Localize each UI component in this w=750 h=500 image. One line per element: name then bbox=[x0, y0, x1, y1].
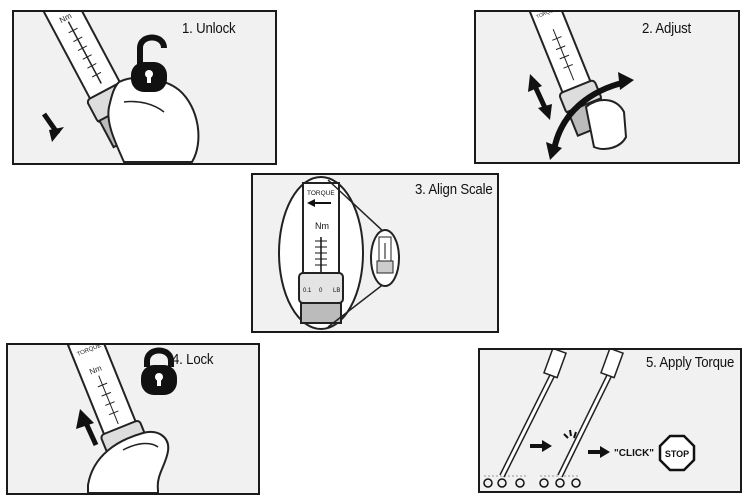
panel-apply-torque: "CLICK" STOP 5. Apply Torque bbox=[478, 348, 742, 493]
step-title-lock: 4. Lock bbox=[172, 351, 214, 368]
torque-label: TORQUE bbox=[307, 190, 335, 197]
scale-mid-label: 0 bbox=[319, 288, 323, 294]
step-title-align-scale: 3. Align Scale bbox=[415, 181, 493, 198]
padlock-closed-icon bbox=[141, 347, 177, 395]
stop-sign-icon: STOP bbox=[658, 434, 696, 472]
torque-label: TORQUE bbox=[535, 12, 558, 20]
step-title-unlock: 1. Unlock bbox=[182, 20, 236, 37]
push-arrow-icon bbox=[530, 440, 552, 452]
padlock-open-icon bbox=[131, 34, 167, 92]
scale-left-label: 0.1 bbox=[303, 288, 312, 294]
result-arrow-icon bbox=[588, 446, 610, 458]
unit-label: Nm bbox=[88, 363, 103, 376]
step-title-adjust: 2. Adjust bbox=[642, 20, 692, 37]
align-scale-illustration: TORQUE Nm 0.1 0 LB bbox=[278, 176, 400, 330]
up-arrow-icon bbox=[76, 409, 99, 447]
stop-label: STOP bbox=[665, 449, 689, 459]
up-down-arrow-icon bbox=[528, 74, 552, 120]
down-arrow-icon bbox=[41, 112, 64, 142]
step-title-apply-torque: 5. Apply Torque bbox=[646, 354, 735, 371]
click-burst-icon bbox=[563, 429, 577, 439]
click-label: "CLICK" bbox=[614, 448, 654, 459]
panel-lock: TORQUE Nm 4. Lock bbox=[6, 343, 260, 495]
panel-align-scale: TORQUE Nm 0.1 0 LB 3. Align Scale bbox=[251, 173, 499, 333]
scale-right-label: LB bbox=[333, 288, 340, 294]
apply-torque-illustration: "CLICK" STOP bbox=[483, 350, 696, 488]
unit-label: Nm bbox=[315, 221, 329, 231]
panel-unlock: TORQUE Nm 1. Unlock bbox=[12, 10, 277, 165]
rotate-arrow-icon bbox=[546, 72, 634, 160]
lock-illustration: TORQUE Nm bbox=[66, 345, 177, 493]
unlock-illustration: TORQUE Nm bbox=[33, 12, 200, 163]
panel-adjust: TORQUE 2. Adjust bbox=[474, 10, 740, 164]
adjust-illustration: TORQUE bbox=[526, 12, 634, 160]
